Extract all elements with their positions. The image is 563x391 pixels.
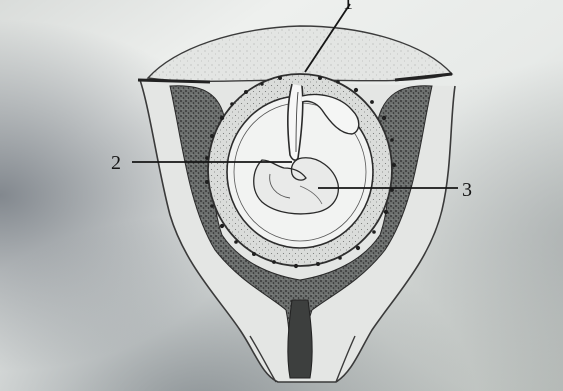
label-1: 1 (343, 0, 353, 14)
cervical-plug (288, 300, 312, 378)
embryo-body (254, 158, 339, 214)
label-2: 2 (111, 152, 121, 174)
wall-top-left-line (138, 80, 210, 82)
label-3: 3 (462, 179, 472, 201)
